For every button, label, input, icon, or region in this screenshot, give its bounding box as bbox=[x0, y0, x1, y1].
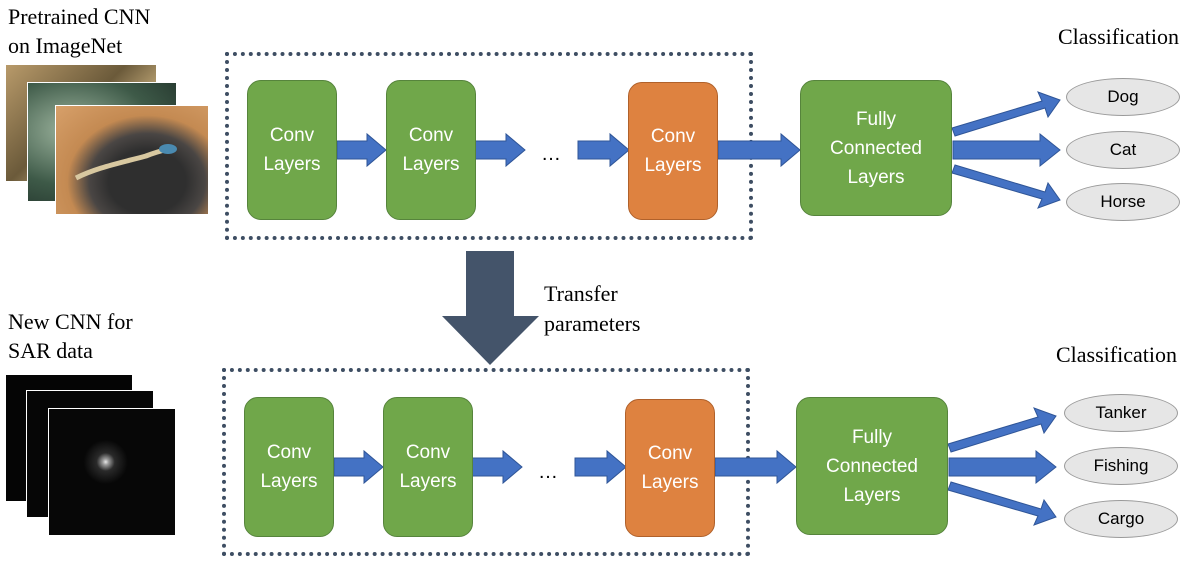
sar-image-front bbox=[48, 408, 176, 536]
top-arrow-2 bbox=[474, 132, 526, 168]
transfer-label-line1: Transfer bbox=[544, 281, 618, 306]
top-class-cat: Cat bbox=[1066, 131, 1180, 169]
top-arrow-4 bbox=[717, 132, 801, 168]
bottom-class-cargo: Cargo bbox=[1064, 500, 1178, 538]
imagenet-photo-front bbox=[55, 105, 209, 215]
bottom-class-tanker: Tanker bbox=[1064, 394, 1178, 432]
bottom-caption-line2: SAR data bbox=[8, 338, 93, 363]
transfer-arrow bbox=[442, 251, 539, 365]
top-conv-block-2: Conv Layers bbox=[386, 80, 476, 220]
top-classification-label: Classification bbox=[1058, 24, 1179, 49]
top-arrow-1 bbox=[336, 132, 387, 168]
top-caption-line2: on ImageNet bbox=[8, 33, 123, 58]
bottom-caption-line1: New CNN for bbox=[8, 309, 133, 334]
bottom-arrow-tanker bbox=[947, 407, 1057, 453]
bottom-conv-block-final: Conv Layers bbox=[625, 399, 715, 537]
top-arrows bbox=[336, 91, 1061, 209]
top-arrow-cat bbox=[952, 132, 1061, 168]
bottom-fully-connected-block: Fully Connected Layers bbox=[796, 397, 948, 535]
top-ellipsis: … bbox=[541, 143, 561, 165]
bottom-arrow-3 bbox=[574, 449, 627, 485]
bottom-arrow-fishing bbox=[948, 449, 1057, 485]
lizard-icon bbox=[74, 144, 177, 181]
bottom-classification-label: Classification bbox=[1056, 342, 1177, 367]
transfer-label-line2: parameters bbox=[544, 311, 641, 336]
bottom-arrow-1 bbox=[333, 449, 384, 485]
top-arrow-horse bbox=[951, 164, 1061, 209]
top-conv-block-final: Conv Layers bbox=[628, 82, 718, 220]
bottom-arrow-4 bbox=[714, 449, 797, 485]
top-class-dog: Dog bbox=[1066, 78, 1180, 116]
bottom-class-fishing: Fishing bbox=[1064, 447, 1178, 485]
top-arrow-dog bbox=[951, 91, 1061, 137]
top-class-horse: Horse bbox=[1066, 183, 1180, 221]
bottom-arrow-cargo bbox=[947, 481, 1057, 526]
top-fully-connected-block: Fully Connected Layers bbox=[800, 80, 952, 216]
bottom-arrow-2 bbox=[471, 449, 523, 485]
bottom-conv-block-2: Conv Layers bbox=[383, 397, 473, 537]
bottom-ellipsis: … bbox=[538, 461, 558, 483]
top-arrow-3 bbox=[577, 132, 630, 168]
top-caption-line1: Pretrained CNN bbox=[8, 4, 151, 29]
top-conv-block-1: Conv Layers bbox=[247, 80, 337, 220]
bottom-conv-block-1: Conv Layers bbox=[244, 397, 334, 537]
bottom-arrows bbox=[333, 407, 1057, 526]
